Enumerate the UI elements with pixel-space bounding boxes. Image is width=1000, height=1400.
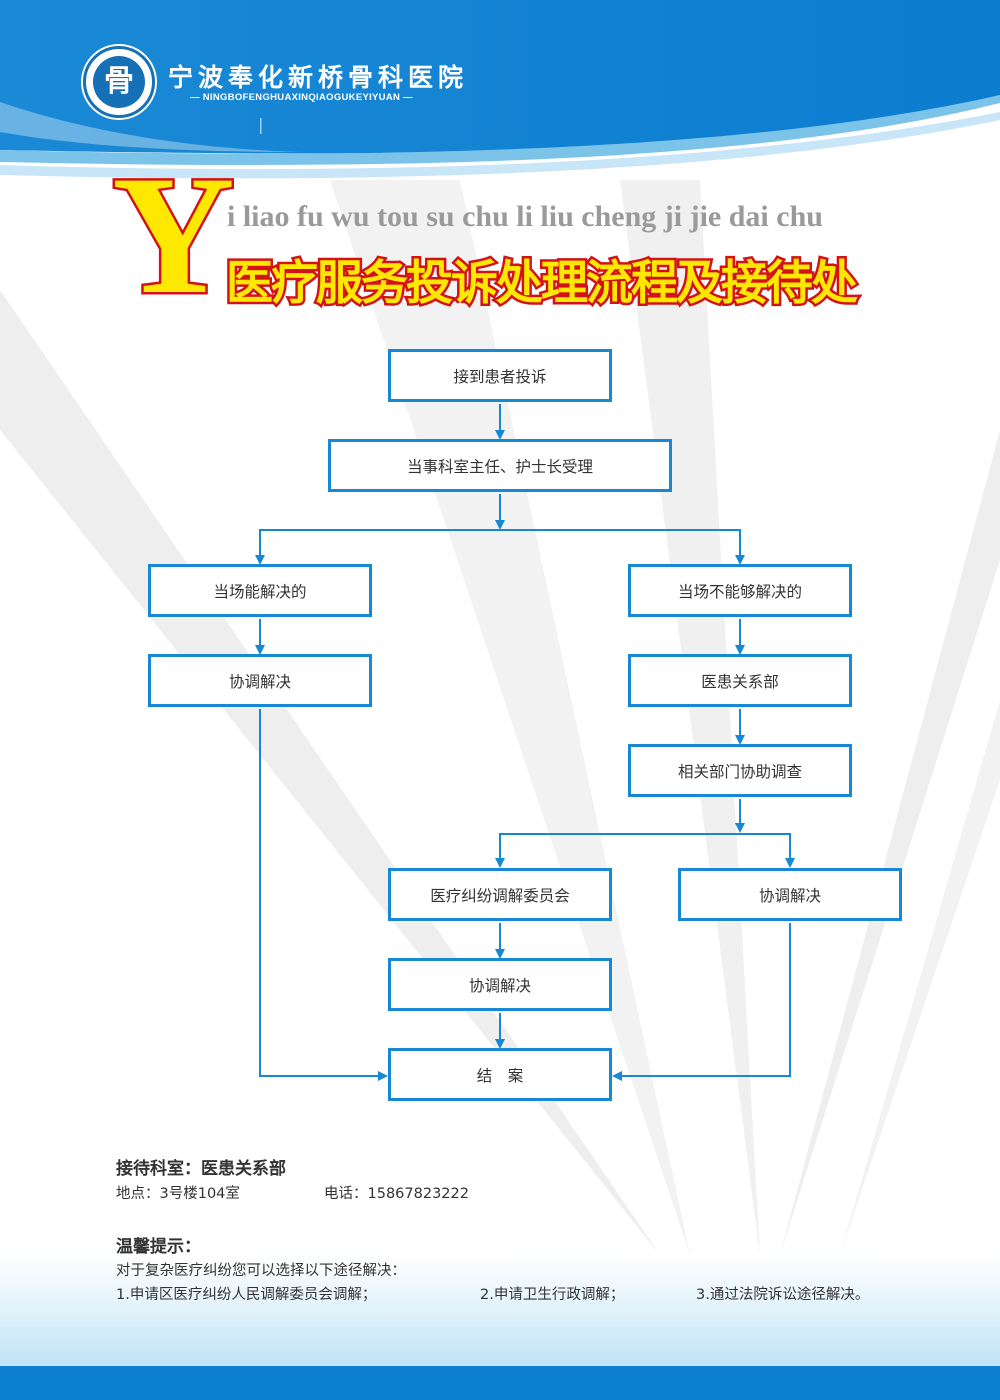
flow-box-not-resolvable-on-site: 当场不能够解决的 (628, 564, 852, 617)
flow-box-case-closed: 结 案 (388, 1048, 612, 1101)
flow-box-coordinate-right: 协调解决 (678, 868, 902, 921)
flow-label: 当事科室主任、护士长受理 (406, 457, 593, 476)
flow-box-doctor-patient-dept: 医患关系部 (628, 654, 852, 707)
flow-box-receive-complaint: 接到患者投诉 (388, 349, 612, 402)
title-initial: Y (110, 141, 238, 329)
tips-option-2: 2.申请卫生行政调解； (480, 1287, 625, 1303)
arrow-right-to-closed (612, 923, 791, 1081)
flow-box-resolvable-on-site: 当场能解决的 (148, 564, 372, 617)
flow-label: 医疗纠纷调解委员会 (430, 886, 570, 905)
flow-box-coordinate-center: 协调解决 (388, 958, 612, 1011)
reception-location: 地点：3号楼104室 (116, 1186, 240, 1202)
flow-label: 医患关系部 (701, 672, 779, 691)
page-title: 医疗服务投诉处理流程及接待处 (224, 254, 861, 314)
flow-label: 结 案 (476, 1066, 524, 1085)
second-branch-line (499, 833, 791, 866)
flow-label: 协调解决 (468, 976, 531, 995)
hospital-pinyin: — NINGBOFENGHUAXINQIAOGUKEYIYUAN — (190, 92, 413, 103)
reception-phone: 电话：15867823222 (324, 1186, 469, 1202)
tips-intro: 对于复杂医疗纠纷您可以选择以下途径解决： (116, 1263, 406, 1279)
hospital-logo: 骨 (83, 46, 155, 118)
tips-title: 温馨提示： (116, 1237, 201, 1257)
arrow-left-to-closed (259, 709, 388, 1081)
title-pinyin: i liao fu wu tou su chu li liu cheng ji … (227, 200, 823, 233)
logo-character: 骨 (93, 56, 145, 108)
flow-label: 相关部门协助调查 (677, 762, 802, 781)
split-branch-line (259, 529, 741, 563)
flow-box-coordinate-left: 协调解决 (148, 654, 372, 707)
flow-box-dept-accept: 当事科室主任、护士长受理 (328, 439, 672, 492)
flow-label: 当场能解决的 (213, 582, 307, 601)
tips-option-1: 1.申请区医疗纠纷人民调解委员会调解； (116, 1287, 377, 1303)
flow-label: 接到患者投诉 (453, 367, 547, 386)
reception-title: 接待科室：医患关系部 (116, 1159, 286, 1179)
flow-label: 当场不能够解决的 (677, 582, 802, 601)
hospital-name: 宁波奉化新桥骨科医院 (168, 63, 469, 92)
flow-label: 协调解决 (228, 672, 291, 691)
tips-option-3: 3.通过法院诉讼途径解决。 (696, 1287, 870, 1303)
flow-box-mediation-committee: 医疗纠纷调解委员会 (388, 868, 612, 921)
flow-box-related-depts: 相关部门协助调查 (628, 744, 852, 797)
flow-label: 协调解决 (758, 886, 821, 905)
